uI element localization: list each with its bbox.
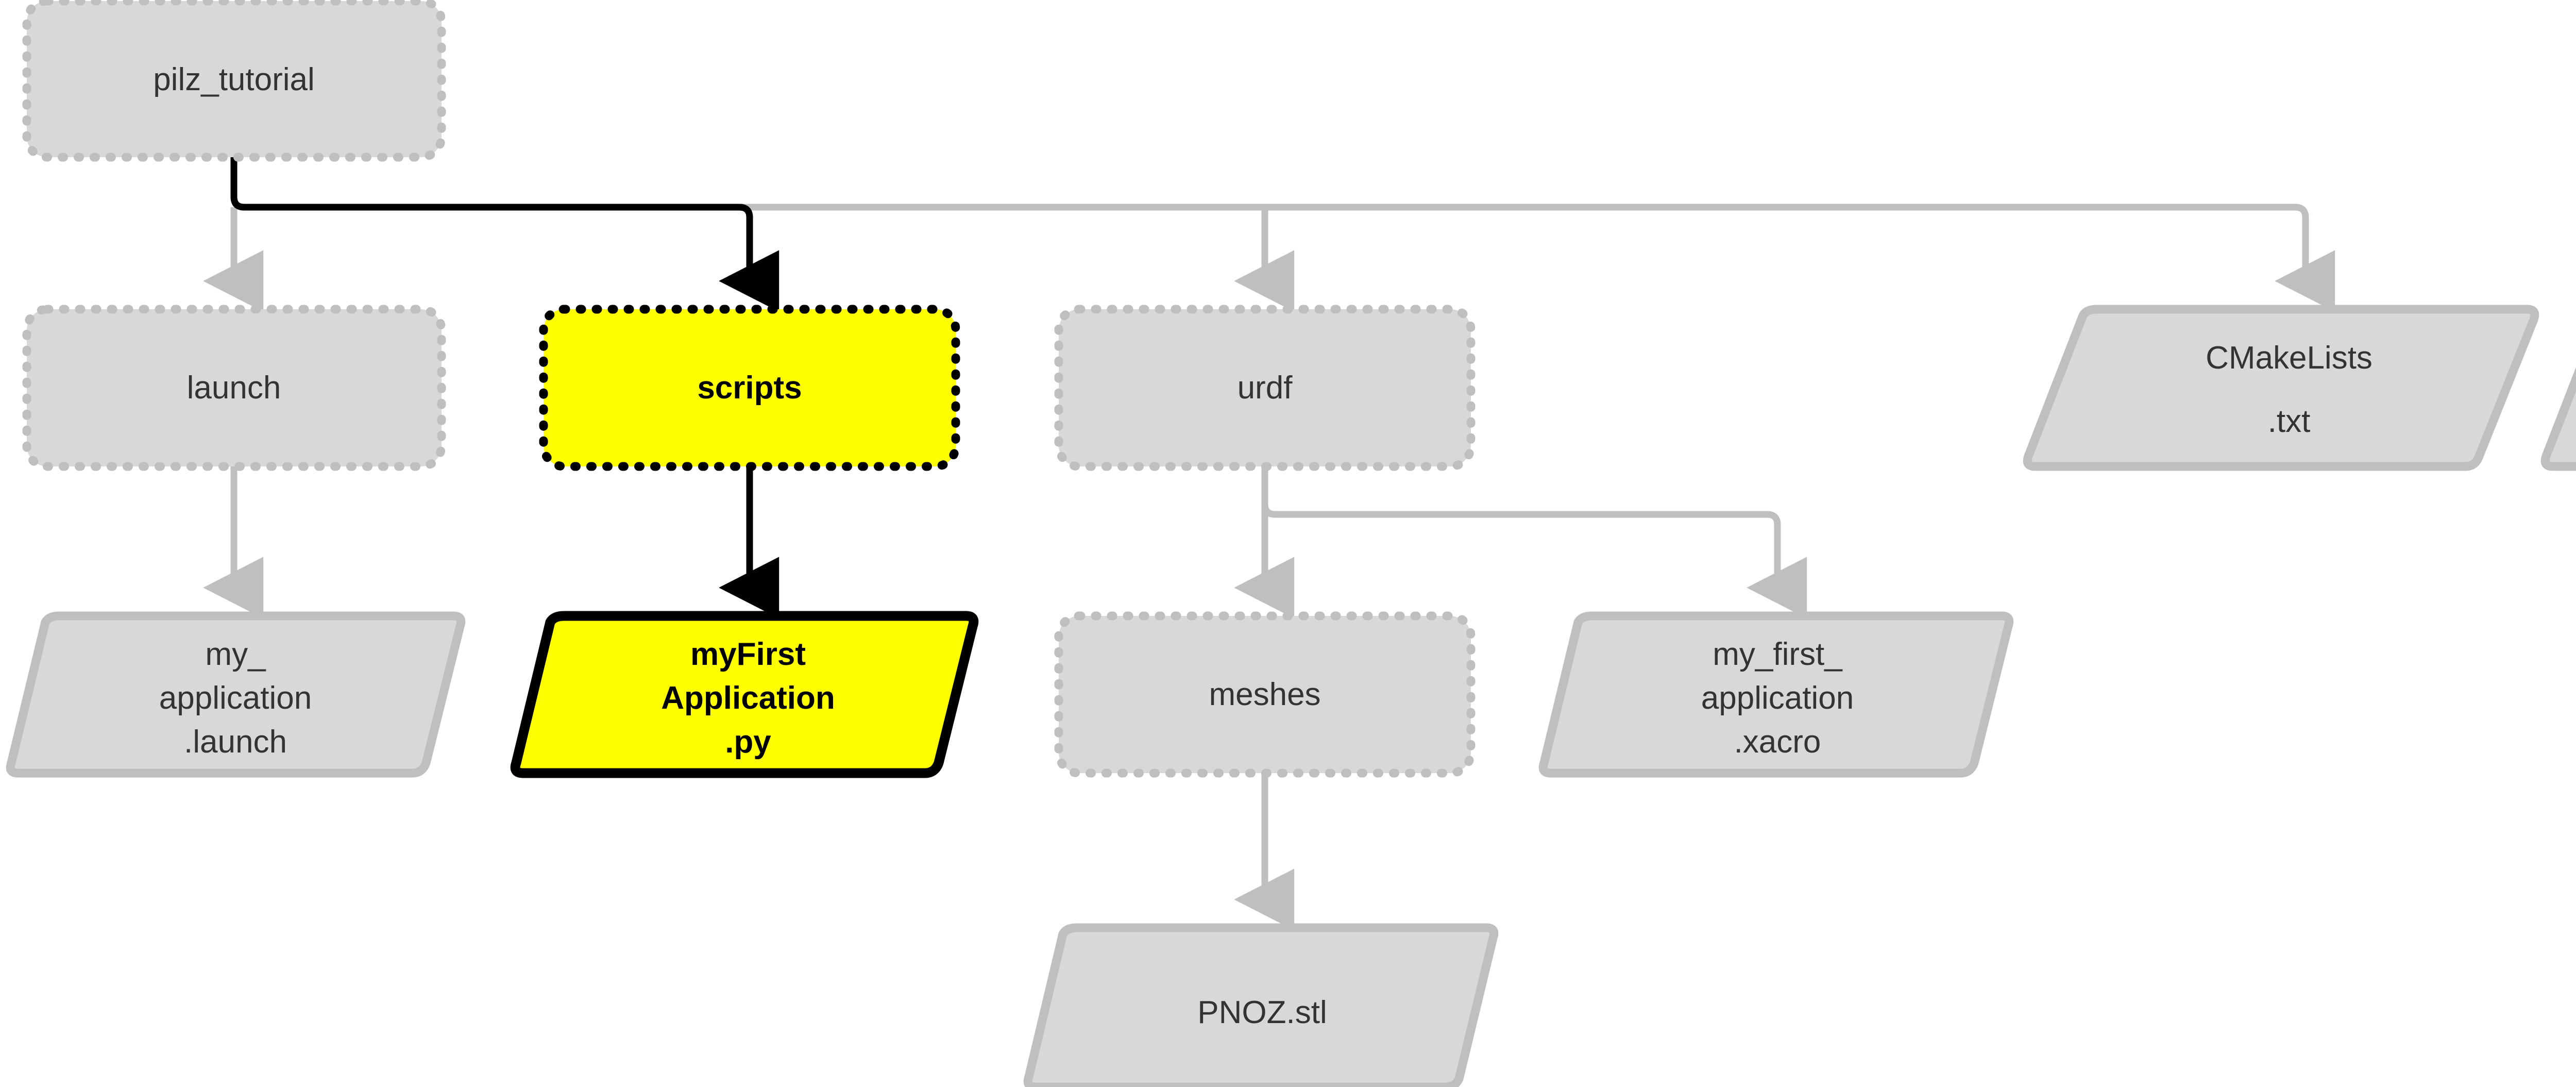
node-urdf[interactable]: urdf (1054, 305, 1476, 471)
edge-pilz_tutorial-bus (230, 157, 2335, 312)
node-meshes[interactable]: meshes (1054, 611, 1476, 778)
node-shape-file (1023, 923, 1499, 1087)
node-label-pilz-tutorial: pilz_tutorial (153, 62, 315, 97)
node-shape-folder (22, 305, 446, 471)
edge-urdf-my_first_application_xacro (1261, 466, 1807, 619)
node-shape-folder-highlighted (539, 305, 960, 471)
node-pilz-tutorial[interactable]: pilz_tutorial (22, 0, 446, 162)
node-label-xacro-line3: .xacro (1734, 724, 1821, 760)
node-shape-folder (22, 0, 446, 162)
node-my-application-launch[interactable]: my_ application .launch (6, 611, 466, 778)
node-shape-file (6, 611, 466, 778)
node-shape-folder (1054, 305, 1476, 471)
node-pnoz-stl[interactable]: PNOZ.stl (1023, 923, 1499, 1087)
node-label-scripts: scripts (697, 370, 802, 406)
node-my-first-application-xacro[interactable]: my_first_ application .xacro (1538, 611, 2014, 778)
node-label-myfirstapplication-line1: myFirst (690, 637, 806, 672)
node-label-xacro-line2: application (1701, 680, 1854, 716)
node-label-cmakelists-line1: CMakeLists (2206, 340, 2372, 376)
node-label-xacro-line1: my_first_ (1713, 637, 1843, 672)
node-label-myfirstapplication-line3: .py (725, 724, 771, 760)
node-label-meshes: meshes (1209, 677, 1320, 712)
node-label-pnoz-stl: PNOZ.stl (1197, 995, 1327, 1030)
node-launch[interactable]: launch (22, 305, 446, 471)
node-shape-folder (1054, 611, 1476, 778)
node-myfirstapplication-py[interactable]: myFirst Application .py (510, 611, 979, 778)
node-scripts[interactable]: scripts (539, 305, 960, 471)
node-label-my-application-launch-line1: my_ (205, 637, 266, 672)
node-package-xml[interactable]: package.xml (2540, 309, 2576, 471)
node-cmakelists-txt[interactable]: CMakeLists .txt (2023, 305, 2539, 471)
node-label-cmakelists-line2: .txt (2268, 404, 2311, 439)
node-label-my-application-launch-line2: application (159, 680, 312, 716)
edge-pilz_tutorial-scripts (230, 157, 779, 312)
node-shape-file (2023, 305, 2539, 471)
node-shape-file (1538, 611, 2014, 778)
node-label-my-application-launch-line3: .launch (184, 724, 287, 760)
node-label-myfirstapplication-line2: Application (661, 680, 835, 716)
node-shape-file-highlighted (510, 611, 979, 778)
node-label-urdf: urdf (1238, 370, 1293, 406)
node-label-launch: launch (187, 370, 281, 406)
edge-layer (203, 157, 2335, 931)
node-shape-file (2540, 367, 2576, 471)
node-layer: pilz_tutorial launch scripts urdf CMakeL… (6, 0, 2576, 1087)
